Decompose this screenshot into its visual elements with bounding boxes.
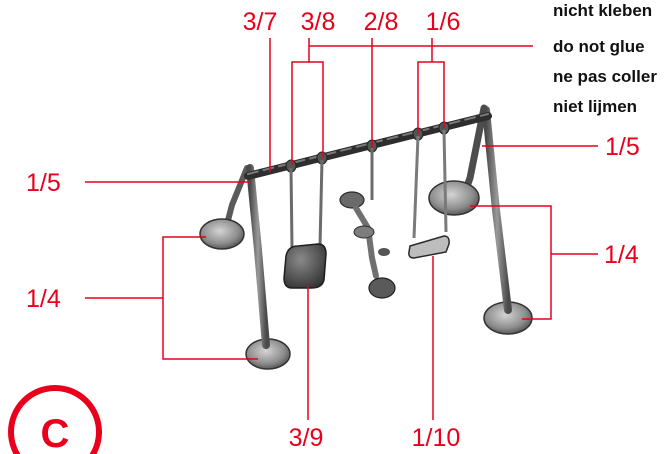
beam-hangers [285,121,450,173]
glider-middle [339,148,396,299]
step-badge-circle [8,385,102,454]
label-1-10: 1/10 [412,424,461,452]
leader-1-4-right [470,205,598,320]
label-3-7: 3/7 [243,8,278,36]
label-1-6: 1/6 [426,8,461,36]
label-3-9: 3/9 [289,424,324,452]
label-3-8: 3/8 [301,8,336,36]
label-1-5-left: 1/5 [26,169,61,197]
label-1-4-left: 1/4 [26,285,61,313]
leader-lines [85,38,598,420]
glue-note-nl: niet lijmen [553,97,637,116]
leader-3-8 [291,38,533,165]
glue-note-en: do not glue [553,37,645,56]
swing-seat-right [408,129,450,259]
swing-set-illustration [199,104,533,370]
leader-1-6 [417,38,445,134]
base-foot-back-left [199,218,245,250]
leg-front-left [246,164,270,349]
part-labels: 3/7 3/8 2/8 1/6 1/5 1/5 1/4 1/4 3/9 1/10 [26,8,640,452]
glue-note-fr: ne pas coller [553,67,657,86]
label-1-4-right: 1/4 [604,241,639,269]
leg-front-right [482,106,512,314]
glue-note: nicht kleben do not glue ne pas coller n… [553,1,657,116]
label-2-8: 2/8 [364,8,399,36]
leader-1-4-left [85,236,258,360]
step-badge-letter: C [41,412,70,454]
step-badge: C [8,385,102,454]
base-foot-back-right [428,180,480,216]
swing-seat-left [283,159,327,289]
label-1-5-right: 1/5 [605,133,640,161]
glue-note-de: nicht kleben [553,1,652,20]
